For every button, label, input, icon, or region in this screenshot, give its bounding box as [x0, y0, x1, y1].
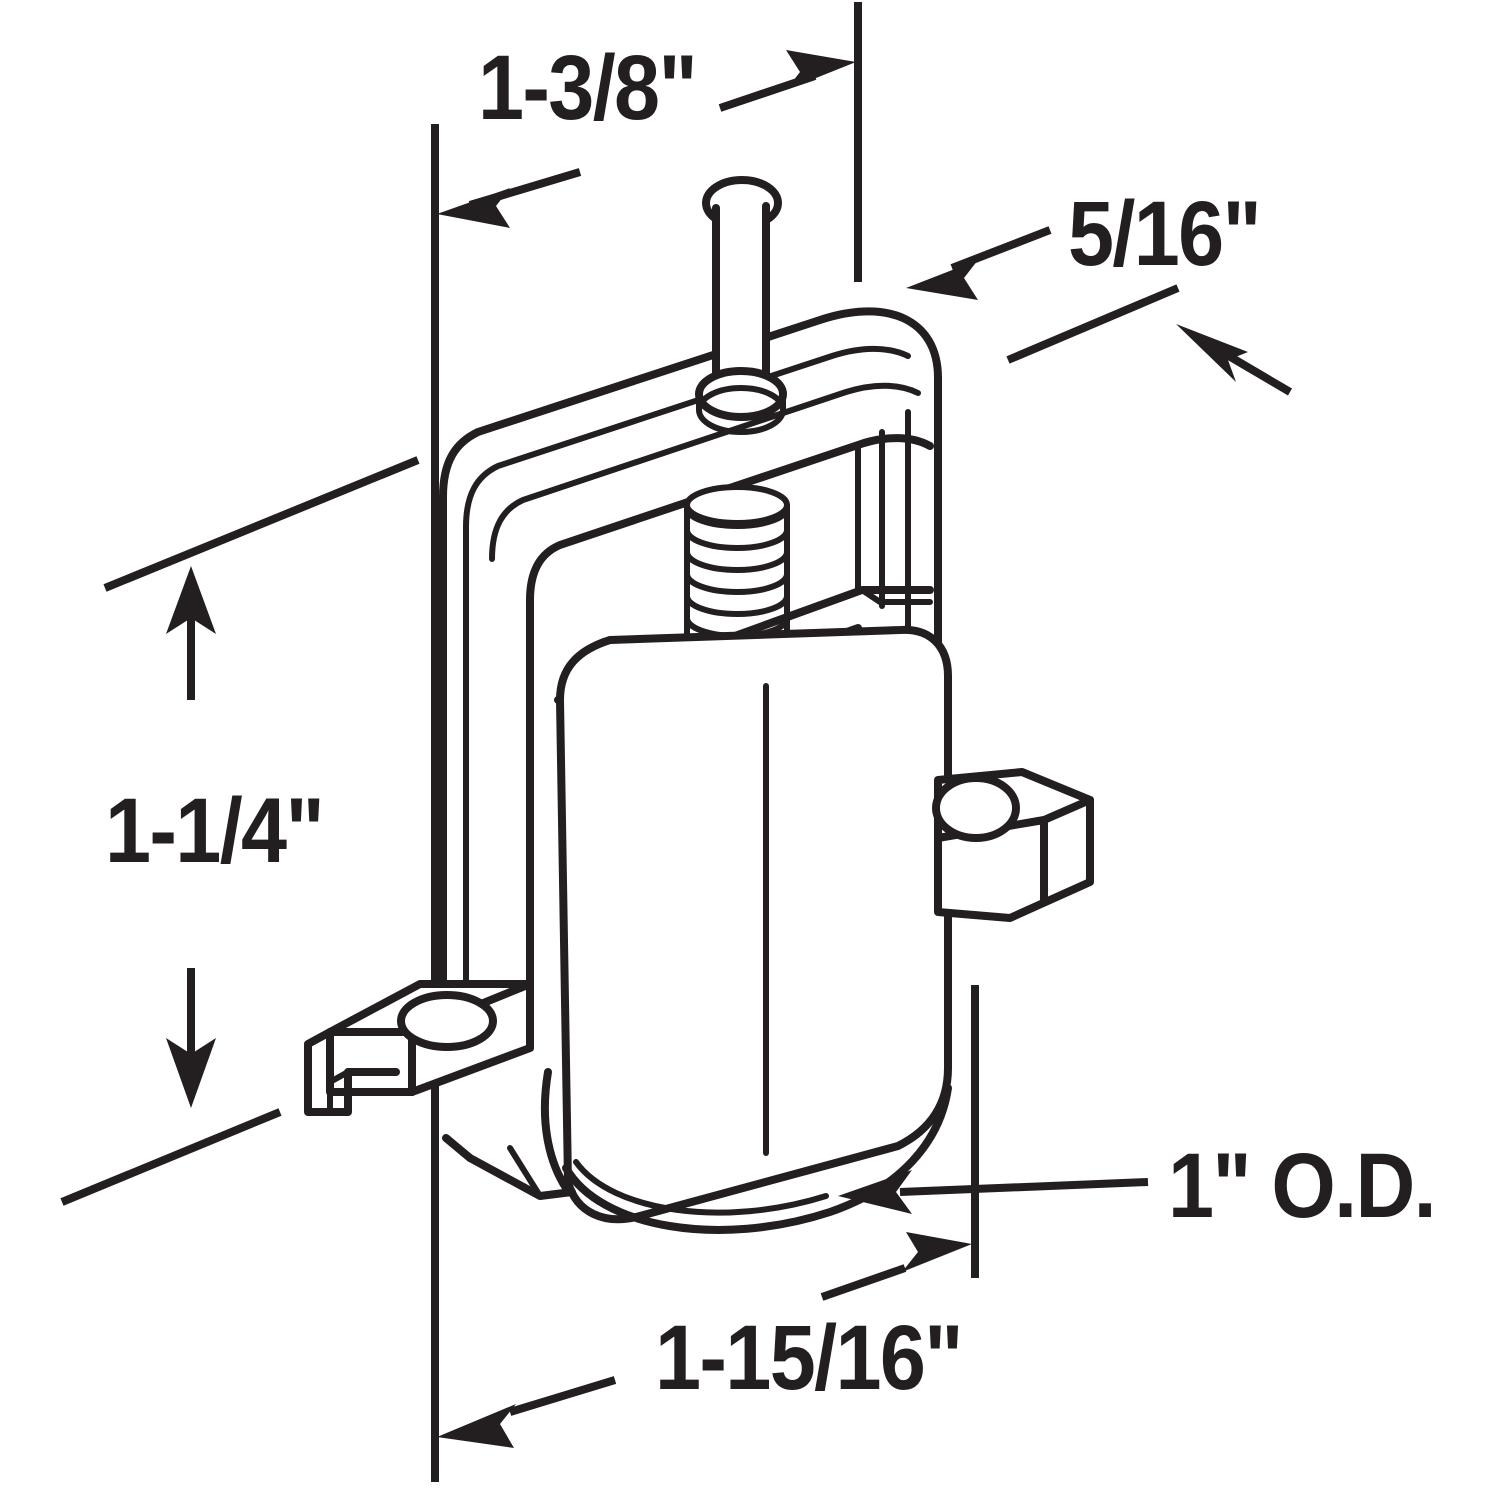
- arrow-thickness-right: [1176, 324, 1293, 396]
- ext-line-height-bottom: [60, 1108, 282, 1206]
- right-screw-hole: [932, 774, 1020, 842]
- left-mounting-tab: [304, 980, 576, 1200]
- spring-coil-5: [684, 571, 790, 595]
- ext-line-thickness: [1006, 284, 1180, 364]
- roller-wheel: [540, 625, 952, 1234]
- dimension-label-roller-outer-diameter: 1" O.D.: [1168, 1135, 1437, 1237]
- left-tab-ear-fold: [507, 1145, 543, 1199]
- dimension-label-housing-thickness: 5/16": [1068, 183, 1262, 285]
- spring-coil-4: [684, 549, 790, 573]
- arrow-height-down: [166, 968, 216, 1108]
- dimension-label-overall-length: 1-15/16": [655, 1307, 963, 1409]
- left-tab-hook-fold: [327, 1069, 351, 1085]
- bracket-ridge-2: [463, 345, 911, 530]
- spring-coil-6: [684, 593, 790, 617]
- pin-shaft: [712, 202, 770, 396]
- left-tab-ear: [442, 1134, 576, 1200]
- spring-coil-2: [684, 505, 790, 529]
- arrow-width-bottom-right: [820, 1232, 972, 1301]
- arrow-thickness-left: [906, 226, 1052, 300]
- arrow-width-top-right: [718, 50, 856, 112]
- extension-lines: [60, 2, 1180, 1482]
- ext-line-height-top: [103, 456, 420, 592]
- roller-tread-rim-inner: [573, 1159, 829, 1216]
- bracket-outer-top-edge: [439, 307, 942, 632]
- arrow-width-bottom-left: [437, 1376, 617, 1448]
- housing-bracket: [439, 307, 942, 1044]
- roller-assembly: [304, 176, 1094, 1234]
- dimension-arrows: [166, 50, 1293, 1448]
- dimension-label-assembly-height: 1-1/4": [105, 780, 325, 882]
- bracket-ridge-3: [489, 382, 921, 562]
- spring-coil-3: [684, 527, 790, 551]
- dimension-label-housing-width: 1-3/8": [478, 37, 698, 139]
- right-mounting-tab: [932, 768, 1094, 922]
- left-screw-hole: [397, 991, 497, 1051]
- adjustment-pin: [695, 176, 787, 435]
- roller-tread-rim-outer: [562, 1084, 952, 1234]
- bracket-shelf-step: [859, 587, 933, 605]
- spring-coil-1: [684, 484, 790, 526]
- arrow-height-up: [166, 566, 216, 700]
- roller-body: [556, 625, 952, 1224]
- arrow-width-top-left: [437, 168, 582, 228]
- roller-left-lower-curve: [540, 1068, 570, 1192]
